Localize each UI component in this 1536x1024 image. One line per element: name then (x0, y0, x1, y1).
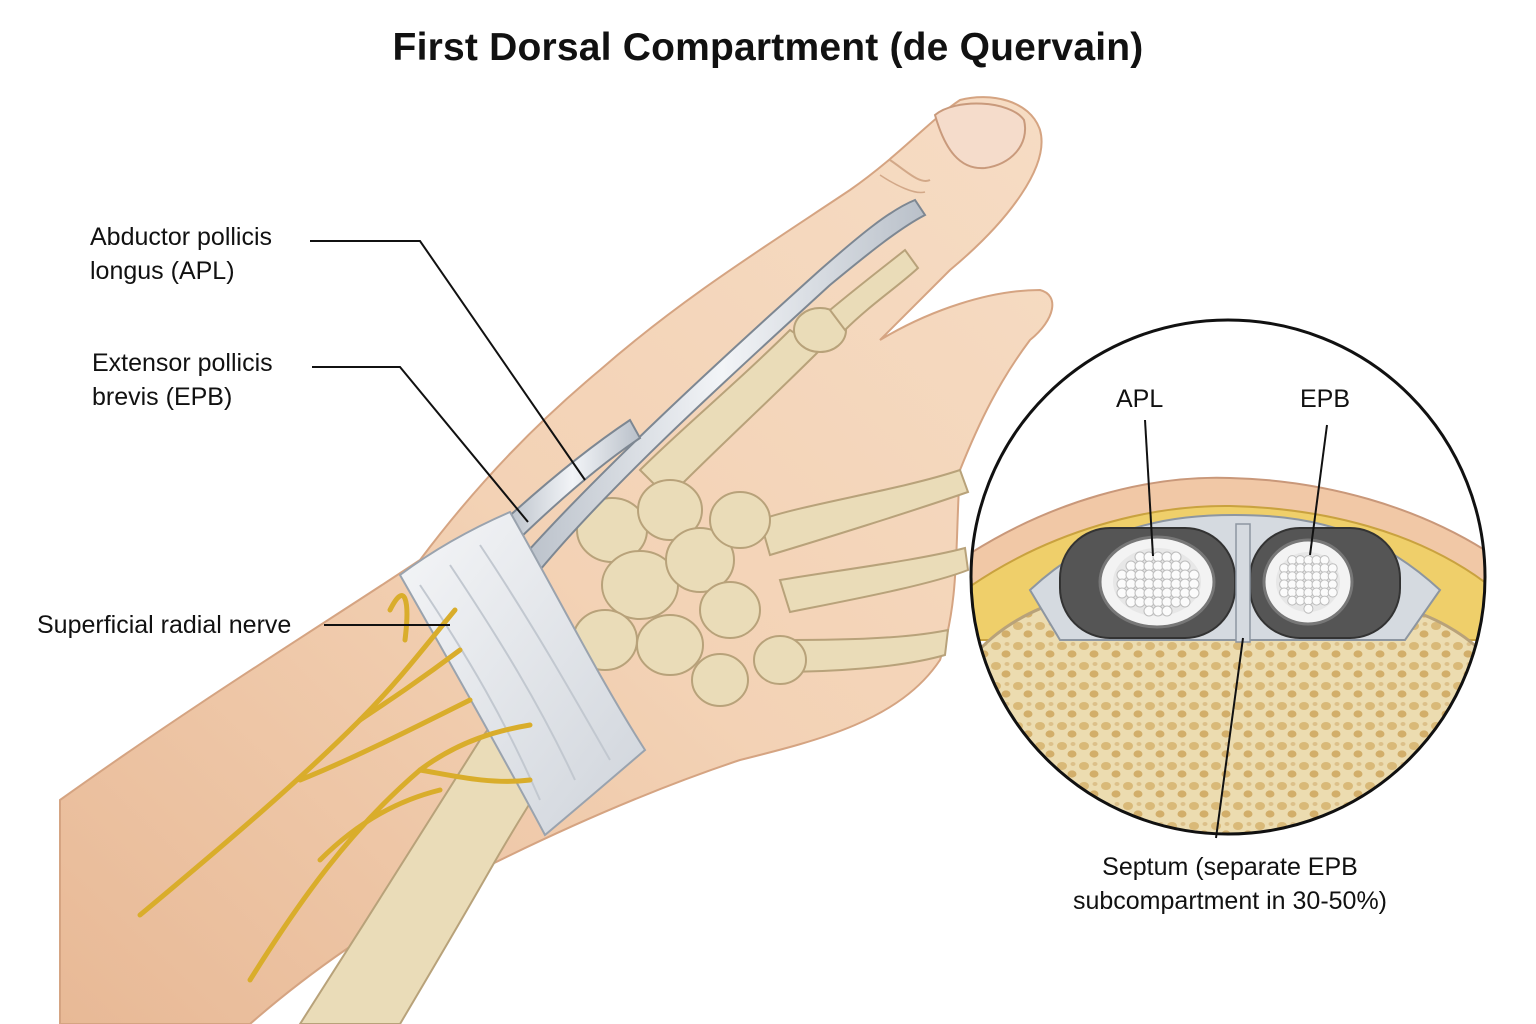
fascicle (1327, 587, 1338, 598)
fascicle (1303, 603, 1314, 614)
label-nerve: Superficial radial nerve (37, 611, 292, 639)
fascicle (1188, 587, 1200, 599)
label-inset-apl: APL (1116, 385, 1164, 413)
label-septum-line2: subcompartment in 30-50%) (1072, 887, 1388, 915)
label-inset-epb: EPB (1300, 385, 1351, 413)
fascicle (1161, 605, 1173, 617)
label-epb: Extensor pollicis brevis (EPB) (92, 346, 273, 414)
label-epb-line1: Extensor pollicis (92, 349, 273, 377)
leader-apl (310, 240, 586, 481)
label-septum: Septum (separate EPB subcompartment in 3… (1050, 850, 1410, 918)
cross-section-inset (969, 318, 1487, 836)
fascicle (1179, 596, 1191, 608)
tendons (503, 198, 927, 572)
leader-lines (310, 240, 586, 626)
metacarpal-bones (638, 248, 970, 674)
label-septum-line1: Septum (separate EPB (1102, 853, 1358, 881)
leader-inset-epb (1309, 424, 1328, 556)
carpal-bones (572, 479, 807, 707)
page-title: First Dorsal Compartment (de Quervain) (392, 26, 1144, 69)
septum (1235, 523, 1251, 643)
label-epb-line2: brevis (EPB) (92, 383, 233, 411)
superficial-radial-nerve (137, 593, 533, 983)
label-apl-line1: Abductor pollicis (90, 223, 273, 251)
fascicle (1319, 595, 1330, 606)
inset-leader-lines (1144, 419, 1328, 839)
label-apl: Abductor pollicis longus (APL) (90, 220, 272, 288)
leader-inset-apl (1144, 419, 1154, 557)
leader-septum (1215, 637, 1244, 839)
leader-epb (312, 366, 529, 523)
label-apl-line2: longus (APL) (90, 257, 235, 285)
tendon-fascicles (1116, 551, 1338, 617)
